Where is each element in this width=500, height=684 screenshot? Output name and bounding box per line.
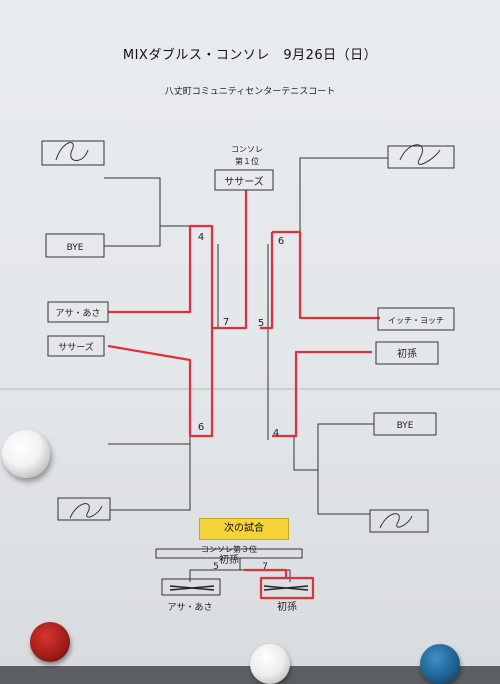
line-left-bottom-pair: [110, 380, 191, 511]
winner-label-line2: 第１位: [235, 156, 259, 166]
slot-box-left-b: [47, 335, 105, 357]
slot-box-left-bottom: [57, 497, 111, 521]
page-title: MIXダブルス・コンソレ 9月26日（日）: [122, 48, 378, 63]
score-left-semi: 7: [223, 317, 229, 328]
slot-box-right-bottom: [369, 509, 429, 533]
magnet-red: [30, 622, 70, 662]
slot-box-left-a: [47, 301, 109, 323]
scribble-left-top: [55, 142, 89, 161]
scribble-left-bottom: [69, 503, 103, 519]
red-path-left-quarters: [107, 224, 214, 438]
line-right-top-pair: [299, 157, 388, 232]
third-place-score-left: 5: [213, 562, 219, 572]
third-place-slot-right: 初孫: [277, 600, 297, 613]
line-left-top-pair: [104, 177, 161, 247]
venue-subtitle: 八丈町コミュニティセンターテニスコート: [164, 87, 336, 97]
winner-label-line1: コンソレ: [231, 145, 263, 154]
red-path-right-semi: [260, 232, 274, 330]
winner-box: [214, 169, 274, 191]
slot-left-bye-text: BYE: [67, 243, 84, 253]
slot-right-bye-text: BYE: [397, 421, 414, 431]
slot-box-right-b: [375, 341, 439, 365]
magnet-white-left: [2, 430, 50, 478]
magnet-white-bottom: [250, 644, 290, 684]
red-path-right-bottom: [272, 350, 372, 438]
red-path-left-semi: [212, 190, 248, 330]
third-place-winner: 初孫: [219, 553, 239, 566]
score-right-semi: 5: [258, 318, 264, 329]
strike-third-left: [169, 585, 215, 591]
scribble-right-top: [399, 144, 441, 165]
slot-box-third-left: [161, 578, 221, 596]
score-right-bottom: 4: [273, 428, 279, 439]
line-third-place: [189, 558, 291, 582]
slot-left-b-text: ササーズ: [58, 341, 94, 353]
strike-third-right: [263, 585, 309, 591]
scribble-right-bottom: [379, 513, 413, 529]
slot-box-left-bye: [45, 233, 105, 258]
next-match-label: 次の試合: [199, 518, 289, 540]
slot-box-left-top: [41, 140, 105, 166]
red-path-third: [244, 568, 288, 578]
third-place-slot-left: アサ・あさ: [167, 602, 212, 613]
winner-name: ササーズ: [224, 175, 264, 188]
third-place-title-box: [155, 548, 303, 559]
third-place-score-right: 7: [262, 562, 268, 572]
score-left-top: 4: [198, 232, 204, 243]
third-place-title: コンソレ第３位: [201, 544, 257, 554]
slot-left-a-text: アサ・あさ: [55, 308, 100, 319]
paper-fold: [0, 388, 500, 390]
red-path-right-top: [272, 230, 380, 320]
line-right-bottom-pair: [317, 423, 374, 515]
magnet-blue: [420, 644, 460, 684]
slot-right-a-text: イッチ・ヨッチ: [388, 316, 444, 325]
score-left-bottom: 6: [198, 422, 204, 433]
line-right-bottom-out: [293, 436, 318, 471]
bracket-diagram: コンソレ 第１位 ササーズ BYE アサ・あさ ササーズ 4 6 7 イッチ・ヨ…: [41, 140, 455, 613]
slot-right-b-text: 初孫: [397, 347, 417, 360]
score-right-top: 6: [278, 236, 284, 247]
slot-box-right-a: [377, 307, 455, 331]
